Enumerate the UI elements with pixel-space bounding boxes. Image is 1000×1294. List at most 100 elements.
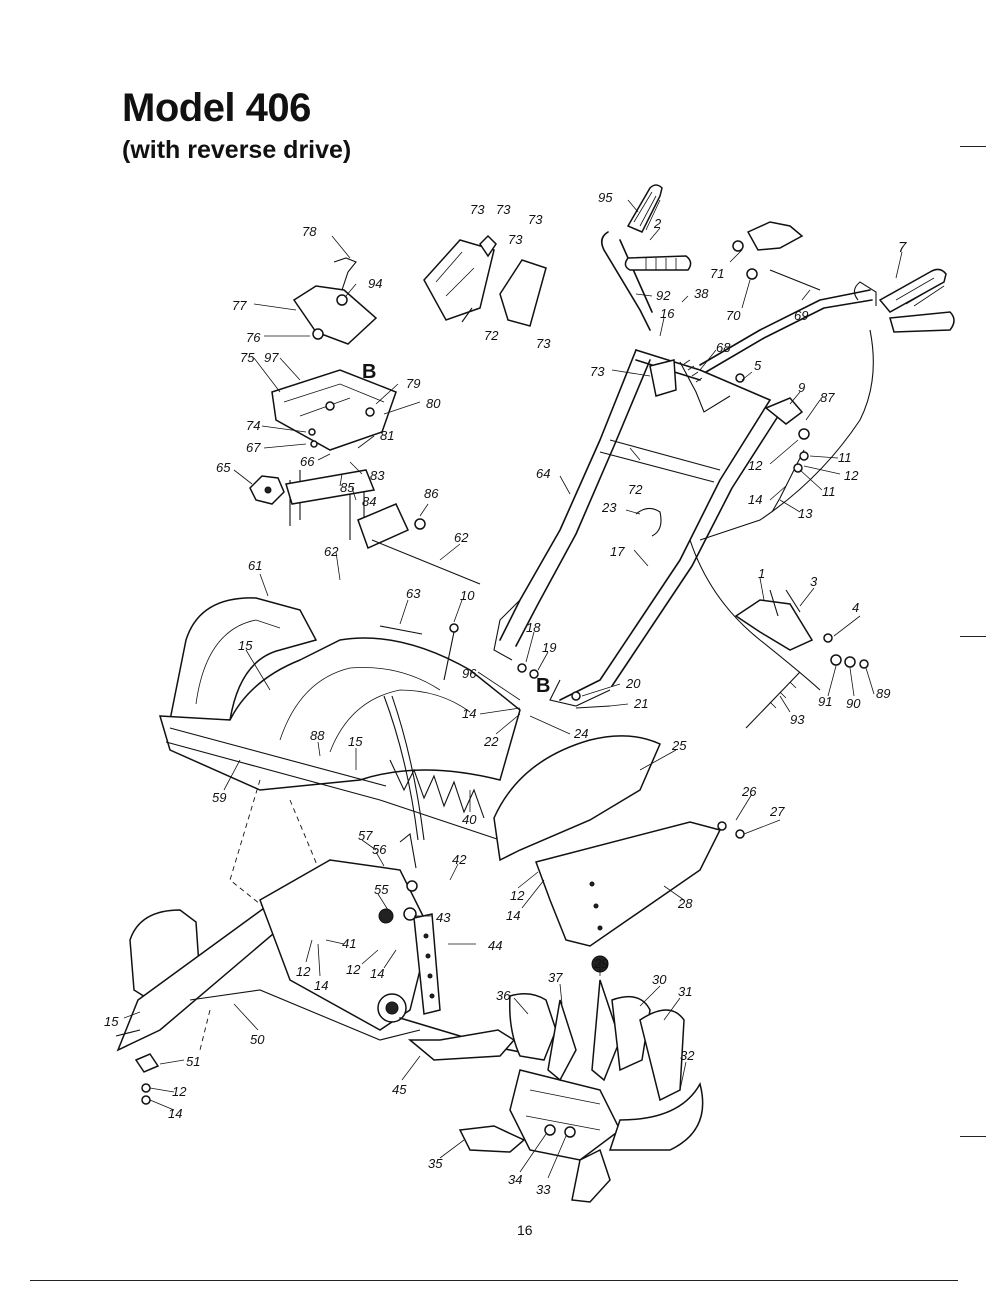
callout-70: 70 (726, 308, 741, 323)
callout-62-rod: 62 (454, 530, 469, 545)
margin-mark-3 (960, 1136, 986, 1137)
callout-73-top-5: 73 (536, 336, 551, 351)
block-9 (764, 397, 804, 425)
nut-94 (336, 294, 348, 306)
washer-11a (799, 451, 809, 461)
pulley-55 (378, 908, 394, 924)
lever-housing-detail (435, 251, 475, 297)
callout-14-plate: 14 (506, 908, 520, 923)
tine-hub-detail (525, 1089, 601, 1131)
bolt-42 (406, 880, 418, 892)
page-subtitle: (with reverse drive) (122, 136, 352, 164)
callout-97: 97 (264, 350, 279, 365)
nut-18 (517, 663, 527, 673)
tine-assembly (458, 955, 704, 1203)
callout-79: 79 (406, 376, 420, 391)
bolt-10 (443, 631, 455, 681)
nut-14 (141, 1095, 151, 1105)
handle-tube-right (559, 399, 783, 701)
callout-51: 51 (186, 1054, 200, 1069)
bracket-1-3 (769, 589, 801, 617)
clip-23 (635, 507, 662, 537)
callout-64: 64 (536, 466, 550, 481)
callout-66: 66 (300, 454, 315, 469)
callout-12-handle: 12 (748, 458, 763, 473)
pin-15 (115, 1029, 141, 1037)
depth-hole-2 (425, 953, 431, 959)
callout-74: 74 (246, 418, 260, 433)
callout-26: 26 (741, 784, 757, 799)
callout-5: 5 (754, 358, 762, 373)
bolt-21 (575, 705, 611, 709)
washer-26 (717, 821, 727, 831)
nut-4 (823, 633, 833, 643)
bolt-72 (461, 307, 473, 323)
left-grip (626, 184, 663, 233)
callout-12-plate: 12 (510, 888, 525, 903)
callout-14-mid: 14 (370, 966, 384, 981)
callout-73-top-3: 73 (528, 212, 543, 227)
bolt-76 (312, 328, 324, 340)
callout-91: 91 (818, 694, 832, 709)
callout-96: 96 (462, 666, 477, 681)
bolt-10-head (449, 623, 459, 633)
callout-12-mid: 12 (346, 962, 361, 977)
callout-81: 81 (380, 428, 394, 443)
right-lever-grip (889, 311, 955, 333)
callout-75: 75 (240, 350, 255, 365)
flap-59 (165, 727, 501, 841)
plate-hole-3 (597, 925, 603, 931)
depth-hole-4 (429, 993, 435, 999)
deflector-40 (389, 759, 485, 819)
plate-77 (292, 285, 378, 345)
callout-73-handle: 73 (590, 364, 605, 379)
callout-73-top-2: 73 (496, 202, 511, 217)
callout-25: 25 (671, 738, 687, 753)
grip-ridges (633, 191, 661, 231)
callout-92: 92 (656, 288, 671, 303)
handle-assembly (493, 184, 955, 707)
bolt-79 (365, 407, 375, 417)
nut-33 (564, 1126, 576, 1138)
callout-19: 19 (542, 640, 556, 655)
assembly-guide-3 (199, 1009, 211, 1051)
tine-31 (639, 1009, 685, 1102)
clip-51 (134, 1053, 160, 1073)
lever-ridges (645, 258, 677, 270)
cable-lower (689, 539, 821, 691)
callout-77: 77 (232, 298, 247, 313)
callout-14-shield: 14 (462, 706, 476, 721)
shift-lever-assembly (423, 234, 547, 327)
right-lever-bracket (853, 281, 877, 306)
callout-2: 2 (653, 216, 662, 231)
callout-14-handle: 14 (748, 492, 762, 507)
callout-41: 41 (342, 936, 356, 951)
right-foot-plate (549, 679, 611, 707)
callout-18: 18 (526, 620, 541, 635)
callout-44: 44 (488, 938, 502, 953)
callout-55: 55 (374, 882, 389, 897)
belt-line (383, 695, 425, 841)
callout-27: 27 (769, 804, 785, 819)
callout-labels: 95 2 92 38 16 73 68 71 70 69 7 5 9 87 12… (104, 190, 907, 1197)
washer-90 (844, 656, 856, 668)
callout-84: 84 (362, 494, 376, 509)
callout-22: 22 (483, 734, 499, 749)
right-fender-25 (493, 735, 661, 862)
leader-lines (123, 199, 903, 1179)
callout-36: 36 (496, 988, 511, 1003)
handle-tube-left (499, 349, 651, 647)
callout-30: 30 (652, 972, 667, 987)
left-handle-bar (600, 231, 653, 331)
washer-74 (308, 428, 316, 436)
margin-mark-2 (960, 636, 986, 637)
callout-10: 10 (460, 588, 475, 603)
hood-rib-1 (279, 667, 441, 741)
bracket-56 (399, 832, 417, 869)
spring-coils (683, 359, 703, 383)
callout-89: 89 (876, 686, 890, 701)
callout-15-hood: 15 (348, 734, 363, 749)
callout-90: 90 (846, 696, 861, 711)
bolt-5 (735, 373, 745, 383)
